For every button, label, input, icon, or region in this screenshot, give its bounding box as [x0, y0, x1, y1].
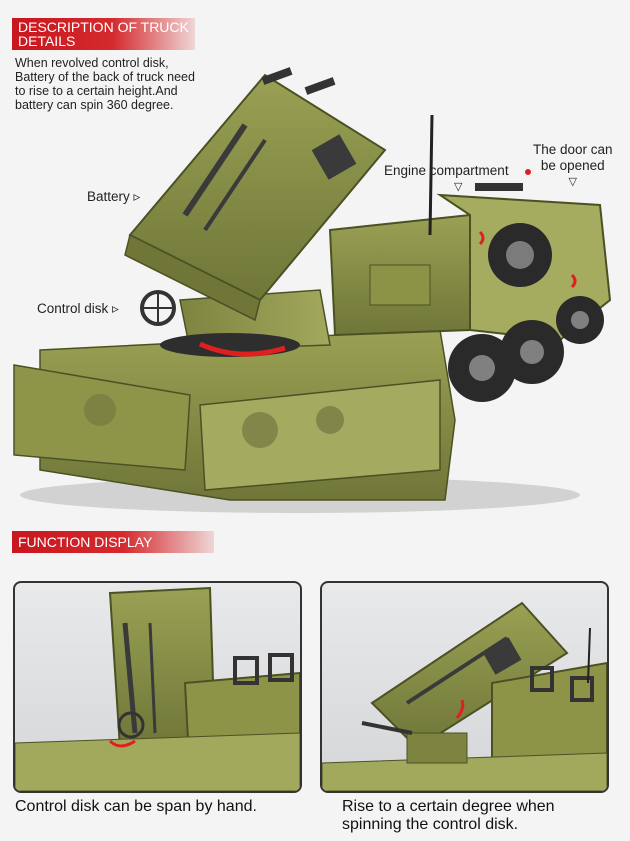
- engine-compartment-text: Engine compartment: [384, 163, 509, 178]
- description-text: When revolved control disk, Battery of t…: [15, 56, 255, 112]
- description-line: When revolved control disk,: [15, 56, 169, 70]
- description-line: Battery of the back of truck need: [15, 70, 195, 84]
- function-caption-1-line1: Control disk can be span by hand.: [15, 798, 257, 815]
- description-line: to rise to a certain height.And: [15, 84, 178, 98]
- truck-main-image: [13, 67, 612, 513]
- engine-compartment-label: Engine compartment ▽: [384, 163, 509, 195]
- function-image-1: [15, 586, 300, 791]
- function-caption-2: Rise to a certain degree when spinning t…: [342, 798, 555, 834]
- description-line: battery can spin 360 degree.: [15, 98, 174, 112]
- battery-label: Battery ▹: [87, 189, 141, 204]
- engine-arrow-icon: ▽: [454, 181, 463, 193]
- function-panel-2: [320, 581, 609, 793]
- description-title-line2: DETAILS: [18, 33, 76, 49]
- description-banner: DESCRIPTION OF TRUCK DETAILS: [12, 18, 195, 50]
- function-panel-1: [13, 581, 302, 793]
- door-arrow-icon: ▽: [568, 176, 578, 188]
- function-title: FUNCTION DISPLAY: [18, 534, 153, 550]
- function-caption-2-line2: spinning the control disk.: [342, 816, 519, 833]
- door-label-line1: The door can: [533, 142, 613, 157]
- function-banner: FUNCTION DISPLAY: [12, 531, 214, 553]
- description-title-line1: DESCRIPTION OF TRUCK: [18, 19, 189, 35]
- function-caption-1: Control disk can be span by hand.: [15, 798, 257, 816]
- door-label-line2: be opened: [540, 158, 605, 173]
- control-disk-label: Control disk ▹: [37, 301, 119, 316]
- function-image-2: [322, 601, 607, 791]
- function-caption-2-line1: Rise to a certain degree when: [342, 798, 555, 815]
- door-label: The door can be opened ▽: [533, 142, 613, 190]
